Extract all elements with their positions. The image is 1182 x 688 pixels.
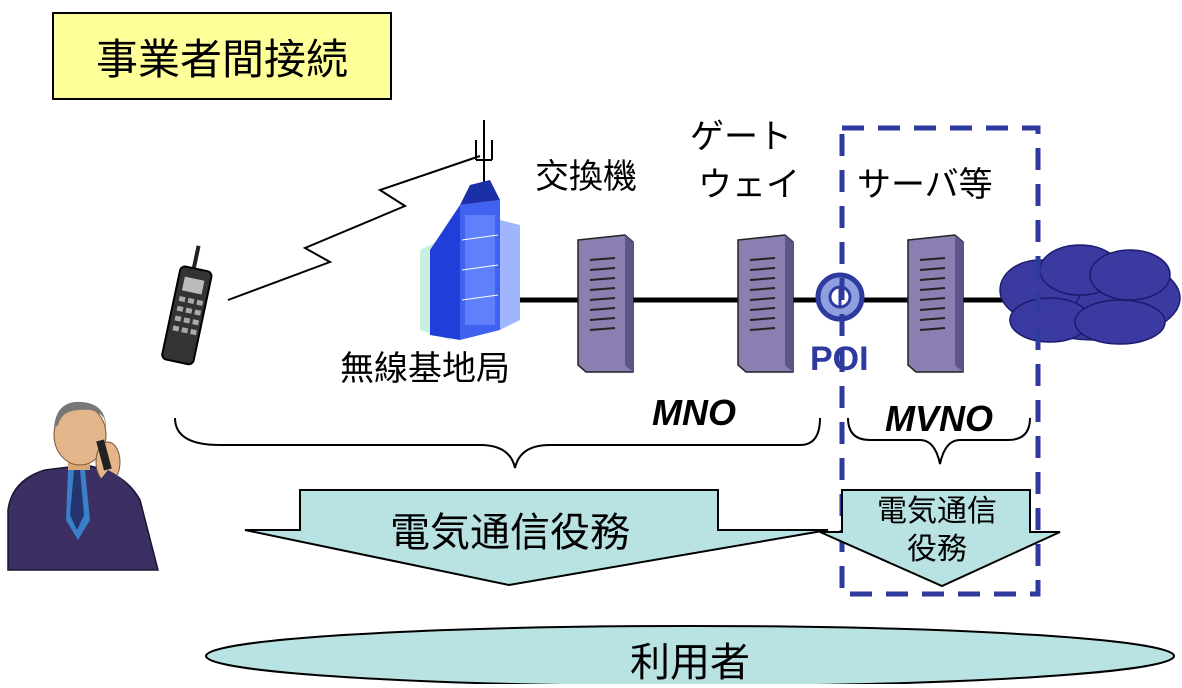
antenna-icon — [475, 120, 493, 185]
mvno-brace — [847, 417, 1031, 465]
switch-server-icon — [577, 234, 634, 373]
mobile-phone-icon — [161, 245, 213, 366]
service-main-label: 電気通信役務 — [390, 510, 630, 556]
mvno-label: MVNO — [885, 398, 993, 439]
server-label: サーバ等 — [857, 165, 993, 205]
mno-label: MNO — [652, 392, 736, 433]
radio-signal-icon — [227, 155, 481, 301]
mvno-server-icon — [907, 234, 964, 373]
businessman-icon — [7, 401, 159, 571]
mno-brace — [174, 417, 821, 469]
user-label: 利用者 — [630, 640, 750, 686]
gateway-server-icon — [737, 234, 794, 373]
service-sub-label-line1: 電気通信 — [877, 494, 997, 529]
building-icon — [420, 180, 520, 340]
user-ellipse — [205, 625, 1175, 684]
mvno-boundary — [839, 125, 1041, 597]
gateway-label-line1: ゲート — [690, 117, 792, 157]
service-arrow-main — [244, 489, 829, 587]
service-sub-label-line2: 役務 — [907, 532, 967, 567]
service-arrow-sub — [819, 489, 1061, 588]
gateway-label-line2: ウェイ — [698, 165, 800, 205]
cloud-icon — [999, 244, 1181, 345]
base-station-label: 無線基地局 — [340, 349, 510, 389]
switch-label: 交換機 — [535, 157, 637, 197]
page-title: 事業者間接続 — [52, 12, 392, 100]
poi-label: POI — [810, 340, 869, 378]
